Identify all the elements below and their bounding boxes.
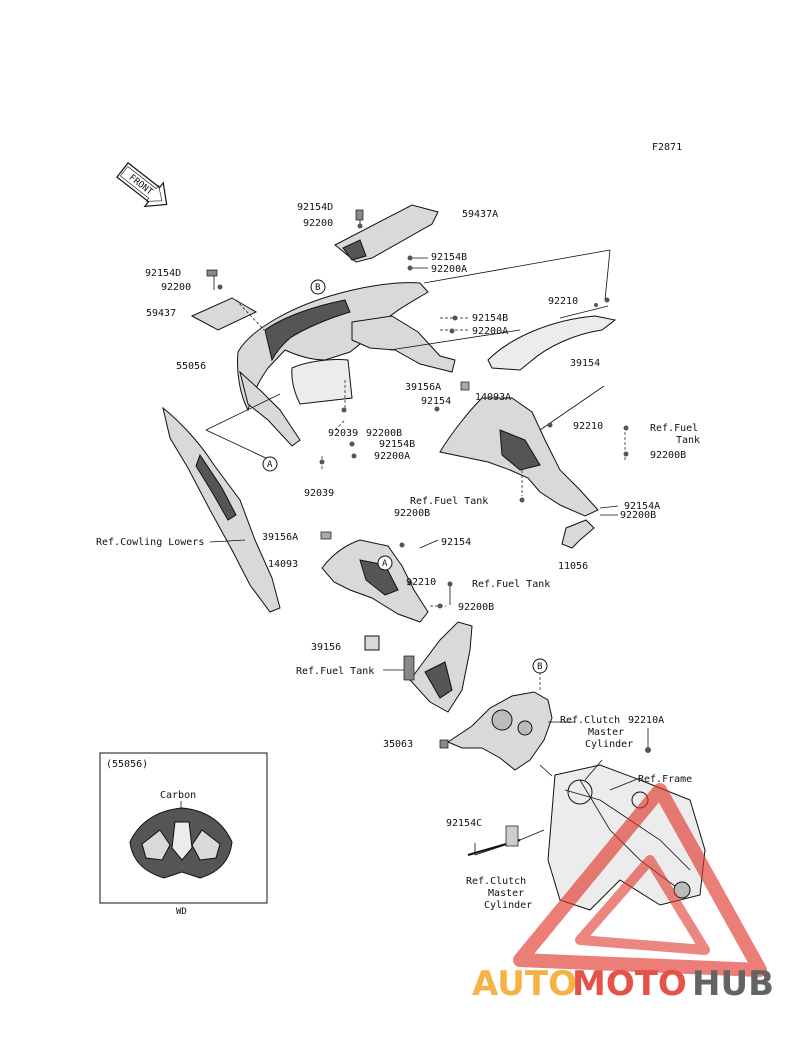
label-92200B-right: 92200B — [650, 450, 686, 461]
watermark-triangle-icon — [513, 783, 767, 977]
label-ref-clutch-2b: Master — [488, 888, 524, 899]
upper-cowl-recess — [291, 359, 353, 405]
svg-text:B: B — [537, 662, 542, 672]
watermark: AUTO MOTO HUB — [472, 783, 774, 1004]
label-92210A: 92210A — [628, 715, 664, 726]
inset-material: Carbon — [160, 790, 196, 801]
inset-box: (55056) Carbon WD — [99, 752, 268, 917]
fasteners — [206, 209, 651, 856]
label-ref-clutch-2c: Cylinder — [484, 900, 532, 911]
label-92200B-c: 92200B — [394, 508, 430, 519]
label-92200A-b: 92200A — [472, 326, 508, 337]
label-92200-left: 92200 — [161, 282, 191, 293]
label-92210-mid: 92210 — [573, 421, 603, 432]
inset-footer: WD — [176, 907, 187, 917]
label-92154B-b: 92154B — [472, 313, 508, 324]
upper-cowl-inner — [264, 299, 351, 362]
label-92154-b: 92154 — [441, 537, 471, 548]
label-ref-cowling-lowers: Ref.Cowling Lowers — [96, 537, 204, 548]
label-14093: 14093 — [268, 559, 298, 570]
label-59437A: 59437A — [462, 209, 498, 220]
label-ref-clutch-1b: Master — [588, 727, 624, 738]
watermark-auto: AUTO — [472, 964, 577, 1004]
label-35063: 35063 — [383, 739, 413, 750]
label-92154A: 92154A — [624, 501, 660, 512]
upper-cowl-side — [239, 370, 301, 447]
part-labels: 92154D 92200 59437A 92154B 92200A 92154D… — [96, 202, 700, 911]
label-55056: 55056 — [176, 361, 206, 372]
label-92200-top: 92200 — [303, 218, 333, 229]
label-ref-frame: Ref.Frame — [638, 774, 692, 785]
part-39156 — [364, 635, 380, 651]
label-92154: 92154 — [421, 396, 451, 407]
label-92039-b: 92039 — [304, 488, 334, 499]
svg-text:B: B — [315, 283, 320, 293]
inset-cowl-drawing — [129, 807, 233, 879]
front-arrow-icon: FRONT — [116, 162, 168, 208]
label-92210-low: 92210 — [406, 577, 436, 588]
label-92200B-a: 92200B — [366, 428, 402, 439]
figure-code: F2871 — [652, 142, 682, 153]
label-92154C: 92154C — [446, 818, 482, 829]
watermark-moto: MOTO — [572, 964, 687, 1004]
label-ref-fuel-tank-1b: Tank — [676, 435, 700, 446]
svg-text:A: A — [382, 559, 388, 569]
label-39154: 39154 — [570, 358, 600, 369]
label-ref-fuel-tank-1a: Ref.Fuel — [650, 423, 698, 434]
lower-side-panel — [162, 406, 281, 613]
label-39156: 39156 — [311, 642, 341, 653]
label-14093A: 14093A — [475, 392, 511, 403]
part-39154 — [487, 315, 617, 371]
part-59437 — [190, 297, 258, 331]
watermark-hub: HUB — [692, 964, 774, 1004]
center-bracket — [351, 315, 456, 373]
label-92200B-b: 92200B — [620, 510, 656, 521]
label-92154D-top: 92154D — [297, 202, 333, 213]
callout-a-left: A — [262, 456, 278, 472]
label-92200A-c: 92200A — [374, 451, 410, 462]
label-59437: 59437 — [146, 308, 176, 319]
label-92154B-a: 92154B — [431, 252, 467, 263]
label-ref-fuel-tank-3: Ref.Fuel Tank — [472, 579, 550, 590]
label-ref-clutch-2a: Ref.Clutch — [466, 876, 526, 887]
label-92154D-left: 92154D — [145, 268, 181, 279]
part-35063 — [446, 691, 553, 771]
svg-text:A: A — [267, 460, 273, 470]
label-92154B-c: 92154B — [379, 439, 415, 450]
callout-b-bottom: B — [532, 658, 548, 674]
callout-a-mid: A — [377, 555, 393, 571]
label-ref-clutch-1c: Cylinder — [585, 739, 633, 750]
label-11056: 11056 — [558, 561, 588, 572]
inset-code: (55056) — [106, 759, 148, 770]
label-92210-top: 92210 — [548, 296, 578, 307]
label-ref-fuel-tank-4: Ref.Fuel Tank — [296, 666, 374, 677]
label-92200A-a: 92200A — [431, 264, 467, 275]
label-92039-a: 92039 — [328, 428, 358, 439]
callout-b-top: B — [310, 279, 326, 295]
part-11056 — [561, 519, 595, 549]
label-ref-clutch-1a: Ref.Clutch — [560, 715, 620, 726]
label-39156A-a: 39156A — [405, 382, 441, 393]
label-92200B-d: 92200B — [458, 602, 494, 613]
label-39156A-b: 39156A — [262, 532, 298, 543]
label-ref-fuel-tank-2: Ref.Fuel Tank — [410, 496, 488, 507]
